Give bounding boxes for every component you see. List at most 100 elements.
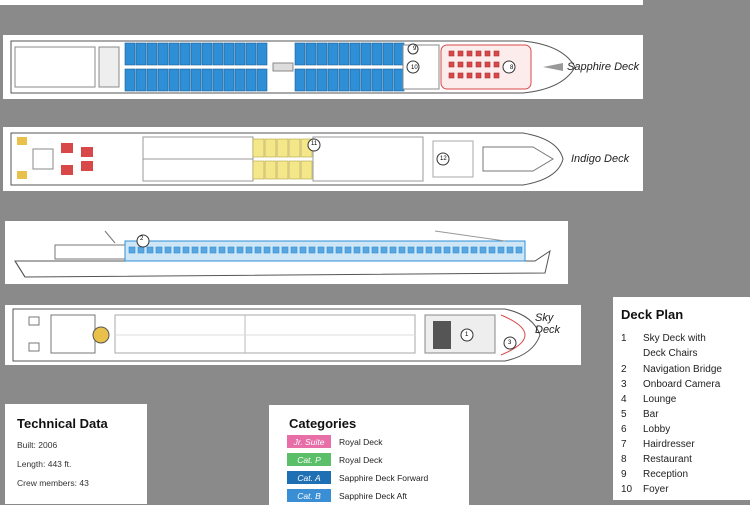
cabin (349, 68, 361, 92)
window (407, 246, 415, 254)
window (317, 246, 325, 254)
table (493, 72, 500, 79)
category-badge: Cat. A (287, 471, 331, 484)
cabin (294, 68, 306, 92)
cabin (264, 160, 277, 180)
cabin (360, 68, 372, 92)
cabin (327, 42, 339, 66)
window (254, 246, 262, 254)
window (146, 246, 154, 254)
category-label: Sapphire Deck Forward (339, 472, 429, 483)
window (308, 246, 316, 254)
window (299, 246, 307, 254)
cabin (223, 42, 235, 66)
cabin (316, 42, 328, 66)
category-badge: Cat. B (287, 489, 331, 502)
cabin (288, 138, 301, 158)
cabin (276, 138, 289, 158)
cabin (179, 68, 191, 92)
cabin (300, 160, 313, 180)
cabin (124, 68, 136, 92)
cabin (338, 42, 350, 66)
table (493, 50, 500, 57)
window (470, 246, 478, 254)
cabin (316, 68, 328, 92)
cabin (371, 68, 383, 92)
marker-12: 12 (440, 156, 447, 162)
table (484, 50, 491, 57)
window (434, 246, 442, 254)
cabin (382, 68, 394, 92)
table (475, 50, 482, 57)
sapphire-deck-panel: Sapphire Deck 9 10 8 (3, 35, 643, 99)
table (448, 50, 455, 57)
window (344, 246, 352, 254)
window (506, 246, 514, 254)
window (128, 246, 136, 254)
window (479, 246, 487, 254)
cabin (276, 160, 289, 180)
category-row: Jr. Suite Royal Deck (287, 435, 382, 448)
window (236, 246, 244, 254)
cabin (146, 68, 158, 92)
window (398, 246, 406, 254)
ship-side-profile (14, 230, 551, 278)
window (380, 246, 388, 254)
cabin (305, 42, 317, 66)
cabin (349, 42, 361, 66)
cabin (264, 138, 277, 158)
marker-8: 8 (510, 65, 514, 71)
sky-deck-plan (12, 308, 541, 362)
plan-item: Deck Chairs (643, 348, 698, 359)
table (466, 72, 473, 79)
marker-3: 3 (508, 340, 512, 346)
cabin (327, 68, 339, 92)
table (457, 50, 464, 57)
cabin (223, 68, 235, 92)
cabin (135, 68, 147, 92)
categories-title: Categories (289, 416, 357, 431)
cabin (157, 42, 169, 66)
cabin (294, 42, 306, 66)
category-badge: Jr. Suite (287, 435, 331, 448)
cabin (305, 68, 317, 92)
indigo-deck-panel: Indigo Deck 11 12 (3, 127, 643, 191)
window (362, 246, 370, 254)
category-row: Cat. A Sapphire Deck Forward (287, 471, 428, 484)
indigo-deck-plan (10, 132, 564, 186)
cabin (157, 68, 169, 92)
window (218, 246, 226, 254)
table (466, 61, 473, 68)
marker-2: 2 (140, 236, 144, 242)
cabin (212, 68, 224, 92)
cabin (252, 160, 265, 180)
window (515, 246, 523, 254)
table (484, 61, 491, 68)
marker-9: 9 (413, 46, 417, 52)
sky-deck-panel: Sky Deck 1 3 (5, 305, 581, 365)
table (484, 72, 491, 79)
window (371, 246, 379, 254)
cabin (338, 68, 350, 92)
category-badge: Cat. P (287, 453, 331, 466)
cabin (288, 160, 301, 180)
window (461, 246, 469, 254)
window (164, 246, 172, 254)
window (227, 246, 235, 254)
table (493, 61, 500, 68)
window (191, 246, 199, 254)
cabin (124, 42, 136, 66)
cabin (360, 42, 372, 66)
window (263, 246, 271, 254)
window (416, 246, 424, 254)
cabin (234, 68, 246, 92)
sky-deck-label: Sky Deck (535, 312, 561, 336)
